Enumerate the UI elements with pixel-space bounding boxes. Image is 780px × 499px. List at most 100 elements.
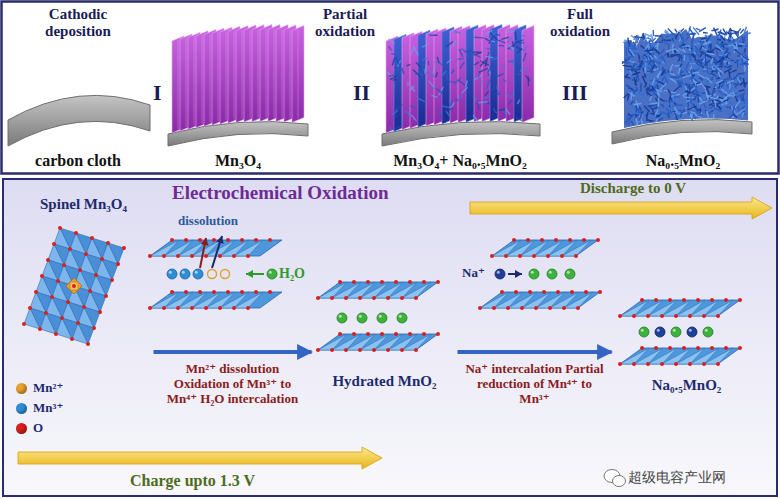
- nanosheet-texture: [478, 102, 479, 109]
- oxygen-atom: [386, 296, 390, 300]
- nanosheet-texture: [637, 51, 642, 54]
- nanosheet-texture: [690, 112, 695, 114]
- oxygen-atom: [100, 257, 104, 261]
- water-molecule: [565, 269, 575, 279]
- nanosheet-texture: [703, 32, 708, 34]
- stage-label: Na₀.₅MnO₂: [646, 152, 720, 170]
- nanosheet-texture: [628, 40, 631, 47]
- oxygen-atom: [436, 332, 440, 336]
- nanosheet-texture: [651, 73, 657, 80]
- nanosheet-texture: [696, 28, 701, 30]
- water-molecule-shine: [641, 329, 644, 332]
- nanosheet-texture: [652, 38, 656, 42]
- nanosheet-texture: [457, 95, 462, 102]
- nanosheet-texture: [508, 61, 514, 63]
- nanosheet-texture: [631, 48, 637, 49]
- mn3-ion: [193, 269, 203, 279]
- oxygen-atom: [386, 348, 390, 352]
- nanosheet-texture: [710, 44, 712, 50]
- nanosheet-texture: [697, 74, 705, 78]
- legend-text: Mn²⁺: [33, 380, 63, 396]
- oxygen-atom: [682, 298, 686, 302]
- nanosheet-texture: [446, 42, 453, 47]
- nanosheet-texture: [725, 80, 728, 89]
- nanosheet-texture: [496, 86, 499, 95]
- nanosheet-texture: [406, 64, 410, 65]
- nanosheet-texture: [674, 114, 678, 116]
- legend-row: O: [16, 418, 63, 438]
- nanosheet-texture: [639, 113, 642, 121]
- stage-label: Hydrated MnO₂: [332, 373, 436, 390]
- nanosheet-texture: [702, 97, 706, 99]
- process-description: Na⁺ intercalation Partial reduction of M…: [465, 362, 605, 407]
- intercalation-arrow-head: [246, 270, 253, 278]
- oxygen-atom: [528, 290, 532, 294]
- nanosheet-texture: [682, 33, 684, 39]
- nanosheet-texture: [721, 89, 727, 94]
- nanosheet-texture: [496, 74, 503, 77]
- nanosheet-texture: [736, 42, 738, 50]
- nanosheet-texture: [713, 66, 715, 72]
- nanosheet-texture: [703, 70, 707, 71]
- oxygen-atom: [546, 254, 550, 258]
- nanosheet-texture: [647, 57, 649, 65]
- water-molecule-shine: [269, 271, 272, 274]
- legend-row: Mn²⁺: [16, 378, 63, 398]
- nanosheet-texture: [392, 57, 395, 65]
- drawing: [8, 25, 772, 487]
- oxygen-atom: [226, 290, 230, 294]
- plate-stripe: [202, 35, 203, 124]
- nanosheet-texture: [691, 112, 693, 119]
- nanosheet-texture: [682, 112, 687, 114]
- nanosheet-texture: [630, 101, 633, 105]
- nanosheet-texture: [683, 55, 685, 61]
- nanosheet-texture: [402, 68, 404, 74]
- plate-stripe: [290, 29, 291, 118]
- oxygen-atom: [82, 305, 86, 309]
- nanosheet-texture: [395, 104, 403, 110]
- oxygen-atom: [148, 306, 152, 310]
- sodium-ion: [655, 327, 665, 337]
- oxygen-atom: [554, 238, 558, 242]
- water-molecule-shine: [531, 271, 534, 274]
- oxygen-atom: [352, 280, 356, 284]
- nanosheet-texture: [672, 59, 677, 62]
- nanosheet-texture: [661, 104, 664, 107]
- stage-figure: Spinel Mn₃O₄: [14, 196, 154, 362]
- nanosheet-texture: [425, 64, 427, 74]
- oxygen-atom: [668, 346, 672, 350]
- oxygen-atom: [506, 306, 510, 310]
- plate-stripe: [242, 30, 243, 119]
- nanosheet-texture: [713, 59, 717, 61]
- nanosheet-texture: [678, 91, 685, 94]
- nanosheet-texture: [428, 72, 435, 77]
- nanosheet-texture: [712, 100, 714, 104]
- plate-stripe: [210, 33, 211, 122]
- nanosheet-texture: [523, 46, 527, 52]
- nanosheet-texture: [735, 83, 739, 87]
- oxygen-atom: [86, 342, 90, 346]
- nanosheet-texture: [741, 33, 750, 36]
- nanosheet-texture: [517, 49, 522, 53]
- nanosheet-texture: [673, 104, 683, 106]
- oxygen-atom: [344, 348, 348, 352]
- oxygen-atom: [232, 306, 236, 310]
- oxygen-atom: [176, 254, 180, 258]
- nanosheet-texture: [510, 92, 514, 98]
- nanosheet-texture: [694, 69, 695, 75]
- oxygen-atom: [688, 362, 692, 366]
- nanosheet-texture: [656, 55, 660, 61]
- nanosheet-texture: [520, 67, 522, 72]
- nanosheet-texture: [626, 56, 633, 59]
- nanosheet-texture: [728, 28, 731, 34]
- oxygen-atom: [344, 296, 348, 300]
- water-molecule: [337, 313, 347, 323]
- wechat-icon: [613, 476, 626, 487]
- oxygen-atom: [702, 314, 706, 318]
- nanosheet-texture: [737, 106, 739, 110]
- nanosheet-texture: [407, 82, 409, 86]
- nanosheet-texture: [478, 101, 487, 103]
- nanosheet-texture: [737, 77, 740, 82]
- nanosheet-texture: [666, 49, 676, 52]
